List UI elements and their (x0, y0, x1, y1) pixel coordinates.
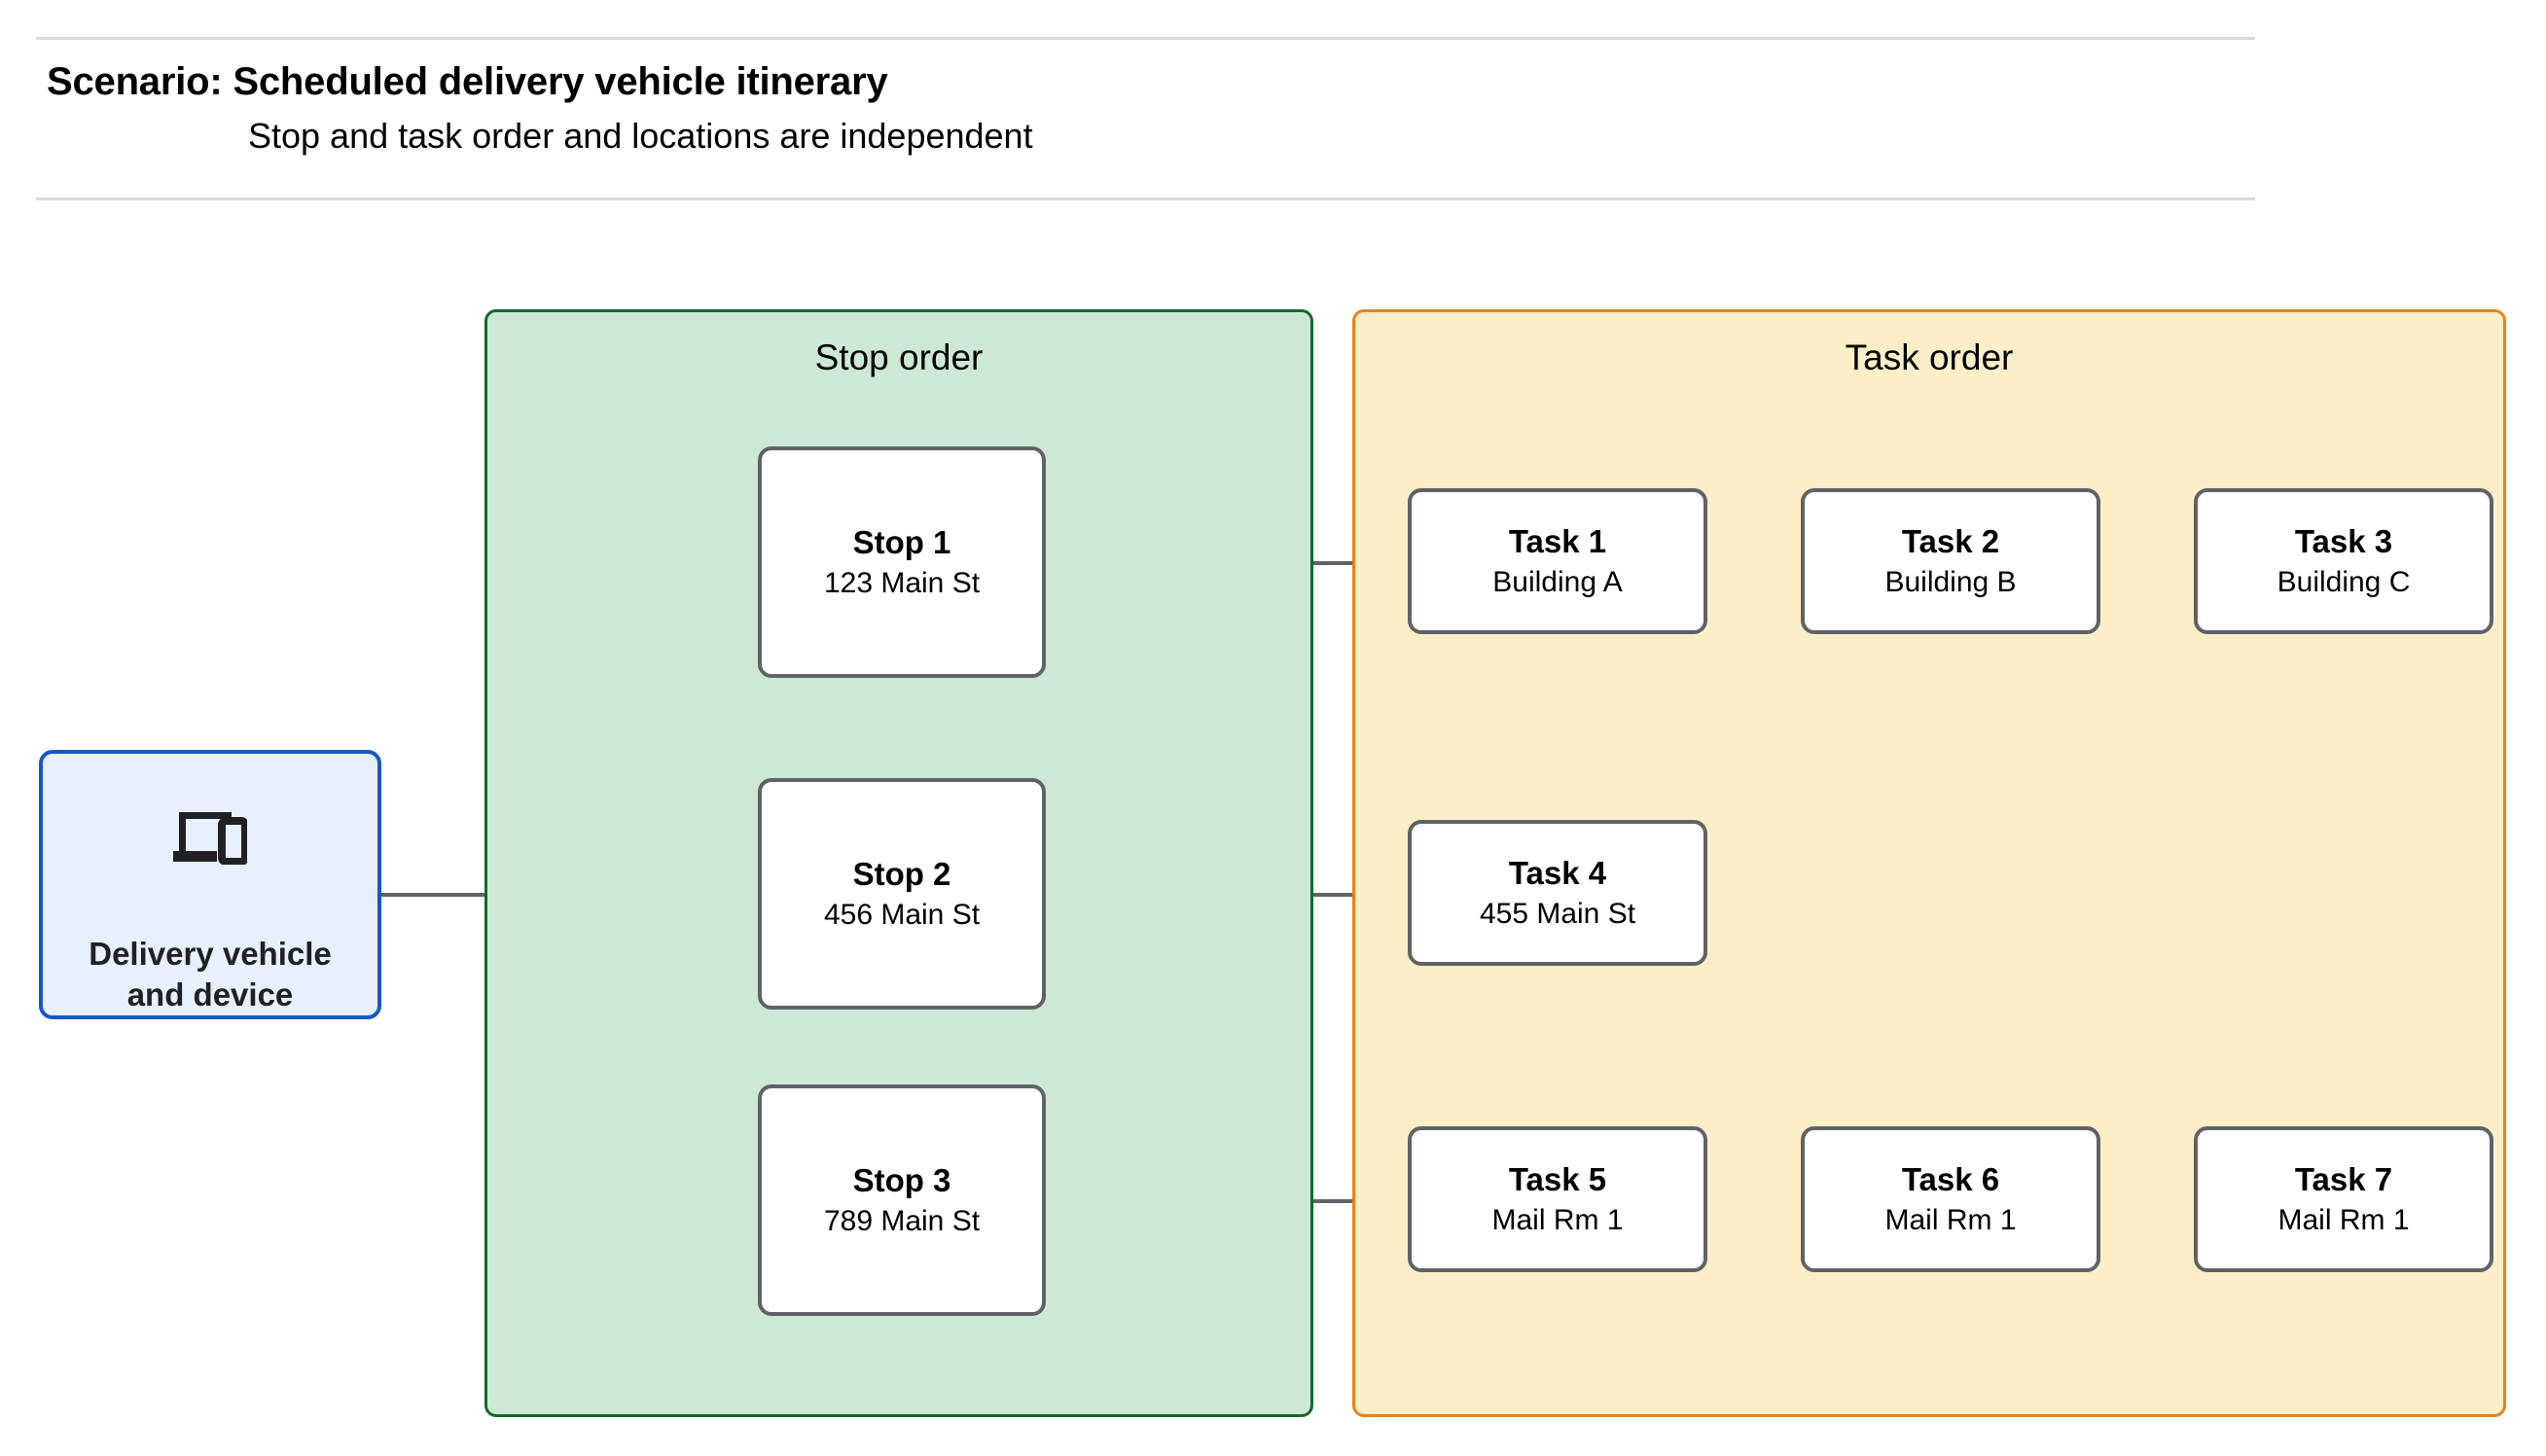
task-node-title: Task 6 (1901, 1160, 2000, 1197)
stop-node-2[interactable]: Stop 2 456 Main St (758, 778, 1046, 1010)
task-node-5[interactable]: Task 5 Mail Rm 1 (1408, 1126, 1707, 1272)
devices-icon (173, 808, 249, 870)
task-node-location: Mail Rm 1 (1491, 1203, 1624, 1236)
stop-node-title: Stop 3 (852, 1161, 951, 1198)
stop-node-1[interactable]: Stop 1 123 Main St (758, 446, 1046, 678)
stop-node-title: Stop 1 (852, 523, 951, 560)
task-node-location: Mail Rm 1 (1884, 1203, 2017, 1236)
task-node-location: 455 Main St (1479, 897, 1636, 930)
task-node-1[interactable]: Task 1 Building A (1408, 488, 1707, 634)
task-node-location: Mail Rm 1 (2277, 1203, 2410, 1236)
task-order-title: Task order (1845, 337, 2014, 377)
stop-node-title: Stop 2 (852, 855, 951, 892)
page-title: Scenario: Scheduled delivery vehicle iti… (47, 60, 888, 103)
stop-node-address: 456 Main St (823, 898, 981, 931)
stop-node-address: 123 Main St (823, 566, 981, 599)
task-node-location: Building A (1492, 565, 1623, 598)
task-node-title: Task 4 (1508, 854, 1607, 891)
task-node-location: Building C (2277, 565, 2411, 598)
stop-node-3[interactable]: Stop 3 789 Main St (758, 1084, 1046, 1316)
task-node-title: Task 2 (1901, 522, 2000, 559)
task-node-6[interactable]: Task 6 Mail Rm 1 (1801, 1126, 2100, 1272)
stop-node-address: 789 Main St (823, 1204, 981, 1237)
task-node-location: Building B (1884, 565, 2017, 598)
task-node-2[interactable]: Task 2 Building B (1801, 488, 2100, 634)
task-node-title: Task 3 (2294, 522, 2393, 559)
header-rule-bottom (36, 197, 2255, 200)
task-node-4[interactable]: Task 4 455 Main St (1408, 820, 1707, 966)
page-subtitle: Stop and task order and locations are in… (248, 116, 1033, 156)
header-rule-top (36, 37, 2255, 40)
connector-vehicle-to-bus (381, 893, 552, 897)
delivery-vehicle-and-device-node[interactable]: Delivery vehicle and device (39, 750, 381, 1019)
task-node-title: Task 7 (2294, 1160, 2393, 1197)
task-node-7[interactable]: Task 7 Mail Rm 1 (2194, 1126, 2493, 1272)
delivery-vehicle-label: Delivery vehicle and device (89, 936, 332, 1013)
task-node-3[interactable]: Task 3 Building C (2194, 488, 2493, 634)
stop-order-title: Stop order (814, 337, 984, 377)
task-node-title: Task 1 (1508, 522, 1607, 559)
task-node-title: Task 5 (1508, 1160, 1607, 1197)
